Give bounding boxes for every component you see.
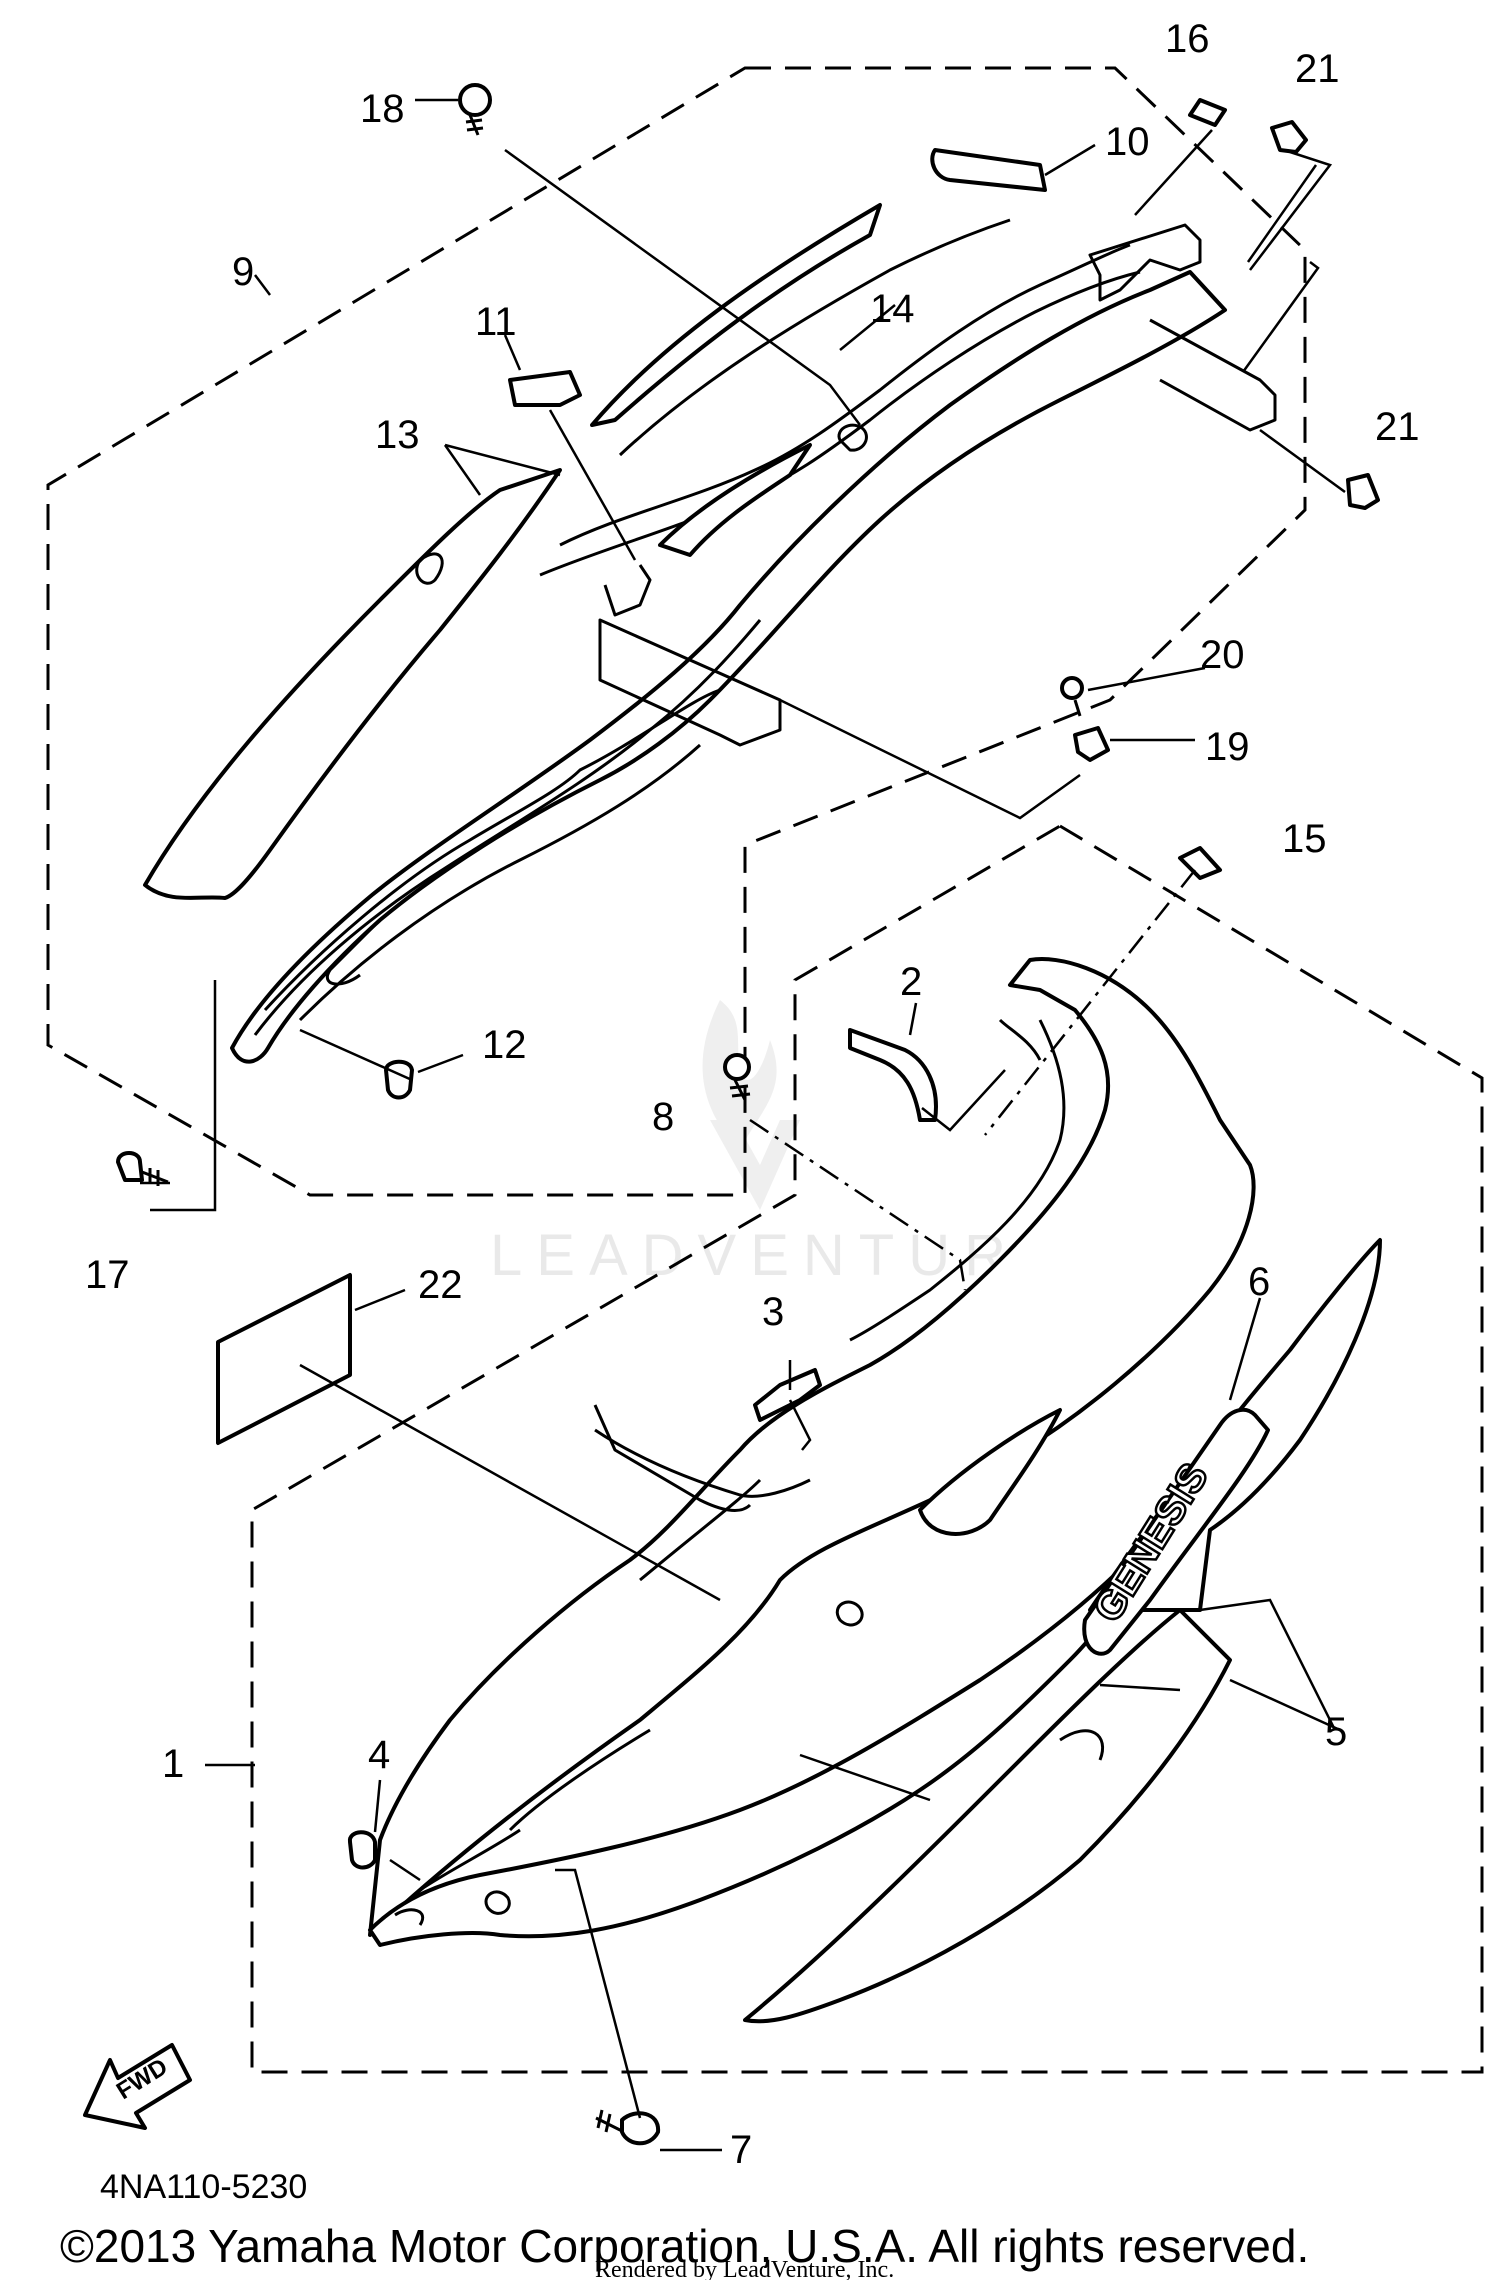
- callout-21-right: 21: [1375, 405, 1420, 449]
- collar-7: [595, 2109, 661, 2146]
- bolt-21-right: [1346, 473, 1380, 510]
- plate-22: [216, 1273, 352, 1445]
- screw-20: [1060, 676, 1084, 717]
- pad-16: [1188, 98, 1227, 127]
- collar-17: [116, 1151, 169, 1186]
- assembly-1-outline: [250, 824, 1484, 2074]
- callout-10: 10: [1105, 120, 1150, 164]
- callout-18: 18: [360, 87, 405, 131]
- copyright-notice: ©2013 Yamaha Motor Corporation, U.S.A. A…: [60, 2220, 1309, 2272]
- callout-7: 7: [730, 2128, 752, 2172]
- leader-lines: [140, 98, 1346, 2152]
- callout-17: 17: [85, 1253, 130, 1297]
- grommet-4: [348, 1830, 377, 1870]
- upper-trim-pieces: [590, 203, 1011, 557]
- callout-21: 21: [1295, 47, 1340, 91]
- callout-20: 20: [1200, 633, 1245, 677]
- callout-6: 6: [1248, 1260, 1270, 1304]
- callout-2: 2: [900, 960, 922, 1004]
- callout-15: 15: [1282, 817, 1327, 861]
- callout-11: 11: [475, 300, 517, 344]
- callout-5: 5: [1325, 1710, 1347, 1754]
- callout-1: 1: [162, 1742, 184, 1786]
- assembly-9-outline: [46, 66, 1307, 1197]
- callout-19: 19: [1205, 725, 1250, 769]
- screw-8: [723, 1053, 751, 1101]
- pad-15: [1178, 846, 1222, 880]
- pad-3: [753, 1368, 822, 1422]
- callout-12: 12: [482, 1023, 527, 1067]
- clip-19: [1073, 726, 1110, 762]
- callout-14: 14: [870, 287, 915, 331]
- callout-4: 4: [368, 1733, 390, 1777]
- callout-numbers: 18 16 21 10 9 11 14 13 21 20 19 15 2 12 …: [85, 17, 1420, 2172]
- screw-18: [458, 83, 492, 136]
- callout-9: 9: [232, 250, 254, 294]
- diagram-code: 4NA110-5230: [100, 2168, 307, 2206]
- callout-13: 13: [375, 413, 420, 457]
- pad-2: [848, 1028, 938, 1122]
- trim-strip-13: [143, 468, 562, 900]
- pad-10: [930, 148, 1047, 192]
- callout-3: 3: [762, 1290, 784, 1334]
- small-parts: [116, 83, 1380, 2146]
- pad-11: [508, 370, 582, 407]
- callout-22: 22: [418, 1263, 463, 1307]
- side-cover-9: [230, 223, 1277, 1064]
- callout-8: 8: [652, 1095, 674, 1139]
- bolt-21-top: [1270, 120, 1308, 154]
- forward-arrow-icon: FWD: [83, 2043, 192, 2130]
- callout-16: 16: [1165, 17, 1210, 61]
- rendered-by: Rendered by LeadVenture, Inc.: [595, 2257, 894, 2280]
